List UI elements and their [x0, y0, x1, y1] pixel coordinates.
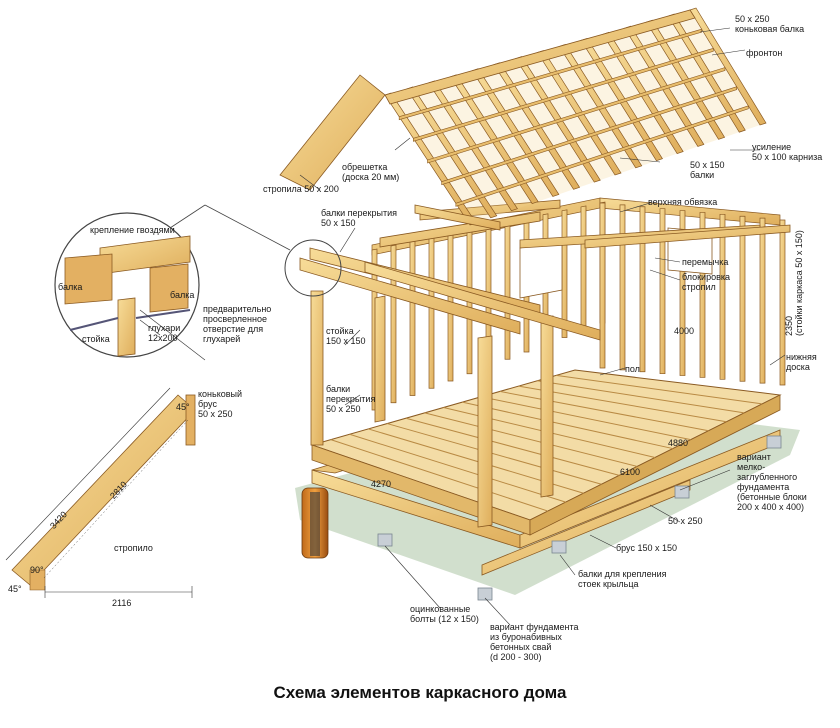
angle-90-label: 90°	[30, 565, 44, 575]
angle-45-bottom-label: 45°	[8, 584, 22, 594]
rafter-label: стропило	[114, 543, 153, 553]
pile-foundation-label: вариант фундамента из буронабивных бетон…	[490, 622, 579, 662]
wall-stud	[504, 221, 511, 360]
detail-beam-left-label: балка	[58, 282, 83, 292]
wall-stud	[561, 209, 568, 338]
dim-6100-label: 6100	[620, 467, 641, 477]
pile-cutaway	[301, 487, 329, 559]
roof-lath	[427, 67, 726, 164]
floor-joist	[462, 401, 673, 450]
wall-stud	[779, 219, 786, 386]
wall-stud	[428, 236, 435, 389]
floor-joist	[405, 417, 620, 476]
post-150-label: стойка 150 x 150	[326, 326, 366, 346]
wall-stud	[619, 204, 626, 371]
lag-screws-label: глухари 12x200	[148, 323, 181, 343]
ridge-timber-label: коньковый брус 50 x 250	[198, 389, 243, 419]
ceiling-beams-label: балки перекрытия 50 x 150	[321, 208, 397, 228]
floor-beams-label: балки перекрытия 50 x 250	[326, 384, 376, 414]
blocking-label: блокировка стропил	[682, 272, 731, 292]
porch-beams-label: балки для крепления стоек крыльца	[578, 569, 667, 589]
bolts-label: оцинкованные болты (12 x 150)	[410, 604, 479, 624]
floor-joist	[330, 439, 549, 512]
dim-2116-label: 2116	[112, 598, 132, 608]
gable-label: фронтон	[746, 48, 783, 58]
timber-150-label: брус 150 x 150	[616, 543, 677, 553]
wall-stud	[659, 208, 666, 375]
roof-lath	[413, 47, 714, 142]
frame-posts-label: 2350 (стойки каркаса 50 x 150)	[784, 230, 804, 336]
nail-fixing-label: крепление гвоздями	[90, 225, 175, 235]
roof-lath	[398, 28, 702, 121]
roof-assembly	[279, 7, 767, 226]
rafter-geometry	[5, 387, 196, 598]
lintel-label: перемычка	[682, 257, 729, 267]
beam-50x250-label: 50 x 250	[668, 516, 703, 526]
porch-posts	[310, 290, 554, 528]
dim-4270-label: 4270	[371, 479, 392, 489]
foundation-blocks-label: вариант мелко- заглубленного фундамента …	[737, 452, 807, 512]
floor-joist	[480, 396, 691, 441]
rafters-label: стропила 50 x 200	[263, 184, 339, 194]
roof-lath	[455, 105, 749, 207]
concrete-blocks	[377, 435, 782, 601]
beams-50x150-label: 50 x 150 балки	[690, 160, 725, 180]
loose-beams	[414, 204, 791, 249]
predrilled-hole-label: предварительно просверленное отверстие д…	[203, 304, 272, 344]
detail-post-label: стойка	[82, 334, 110, 344]
dim-4000-label: 4000	[674, 326, 695, 336]
top-plate-label: верхняя обвязка	[648, 197, 718, 207]
floor-joist	[537, 380, 745, 414]
leader-lines	[139, 27, 786, 626]
wall-stud	[580, 205, 587, 331]
floor-joist	[556, 374, 763, 405]
dim-4880-label: 4880	[668, 438, 689, 448]
roof-lath	[441, 86, 737, 186]
wall-stud	[759, 217, 766, 384]
wall-stud	[409, 240, 416, 396]
angle-45-top-label: 45°	[176, 402, 190, 412]
wall-stud	[639, 206, 646, 373]
diagram-caption: Схема элементов каркасного дома	[273, 683, 567, 702]
bottom-board-label: нижняя доска	[786, 352, 817, 372]
joint-detail	[54, 204, 342, 358]
wall-stud	[739, 215, 746, 382]
floor-joist	[387, 423, 602, 485]
reinforcement-label: усиление 50 x 100 карниза	[752, 142, 823, 162]
floor-joist	[349, 433, 566, 503]
floor-joist	[499, 390, 709, 432]
floor-label: пол	[625, 364, 640, 374]
wall-stud	[719, 213, 726, 380]
detail-beam-right-label: балка	[170, 290, 195, 300]
lathing-label: обрешетка (доска 20 мм)	[342, 162, 400, 182]
wall-stud	[599, 202, 606, 369]
ridge-beam-label: 50 x 250 коньковая балка	[735, 14, 805, 34]
floor-joist	[424, 412, 638, 467]
